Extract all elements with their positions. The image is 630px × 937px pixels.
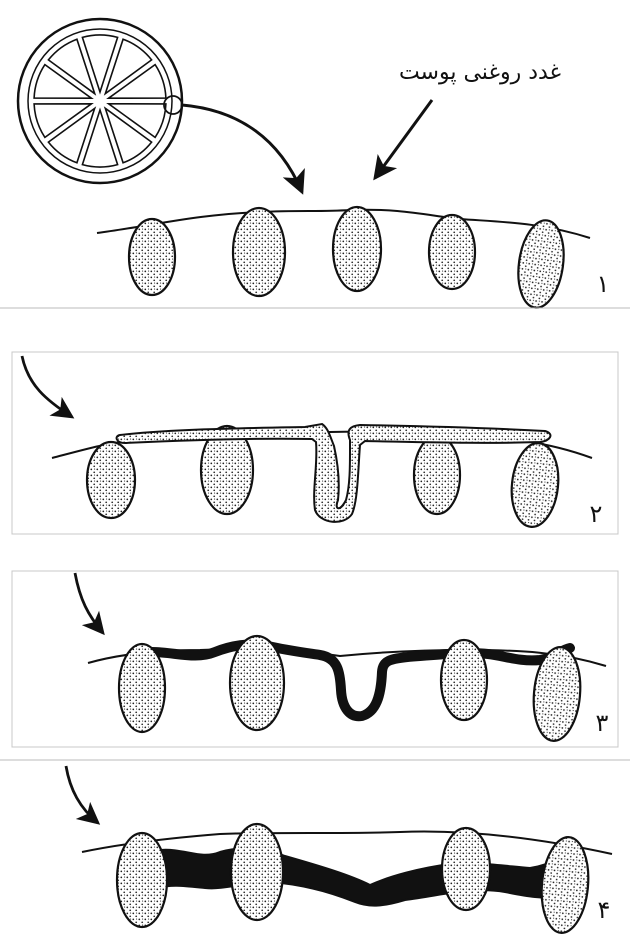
oil-gland-label: غدد روغنی پوست	[399, 60, 561, 85]
oil-gland	[129, 219, 175, 295]
panel-1: غدد روغنی پوست ۱	[0, 19, 630, 311]
oil-gland	[429, 215, 475, 289]
zoom-arrow	[182, 105, 302, 192]
oil-gland	[508, 441, 563, 529]
panel-number: ۳	[596, 709, 609, 737]
oil-gland	[414, 436, 460, 514]
oil-gland	[119, 644, 165, 732]
oil-gland	[87, 442, 135, 518]
oil-gland	[538, 835, 592, 935]
oil-gland	[233, 208, 285, 296]
panel-number: ۲	[590, 500, 603, 528]
direction-arrow	[22, 356, 72, 417]
oil-gland	[117, 833, 167, 927]
black-oil-channel	[152, 644, 570, 716]
oil-film-layer	[117, 424, 551, 522]
panel-number: ۱	[597, 270, 610, 298]
direction-arrow	[66, 766, 98, 823]
oil-gland	[441, 640, 487, 720]
oil-gland	[513, 217, 569, 310]
panel-4: ۴	[66, 766, 612, 935]
black-oil-mass	[160, 849, 565, 906]
oil-gland	[442, 828, 490, 910]
panel-2: ۲	[12, 352, 618, 534]
panel-3: ۳	[12, 571, 618, 747]
oil-gland	[333, 207, 381, 291]
panel-number: ۴	[598, 896, 611, 924]
direction-arrow	[75, 573, 103, 633]
lemon-cross-section-icon	[18, 19, 182, 183]
oil-gland-arrow	[375, 100, 432, 178]
oil-gland	[230, 636, 284, 730]
oil-gland	[231, 824, 283, 920]
